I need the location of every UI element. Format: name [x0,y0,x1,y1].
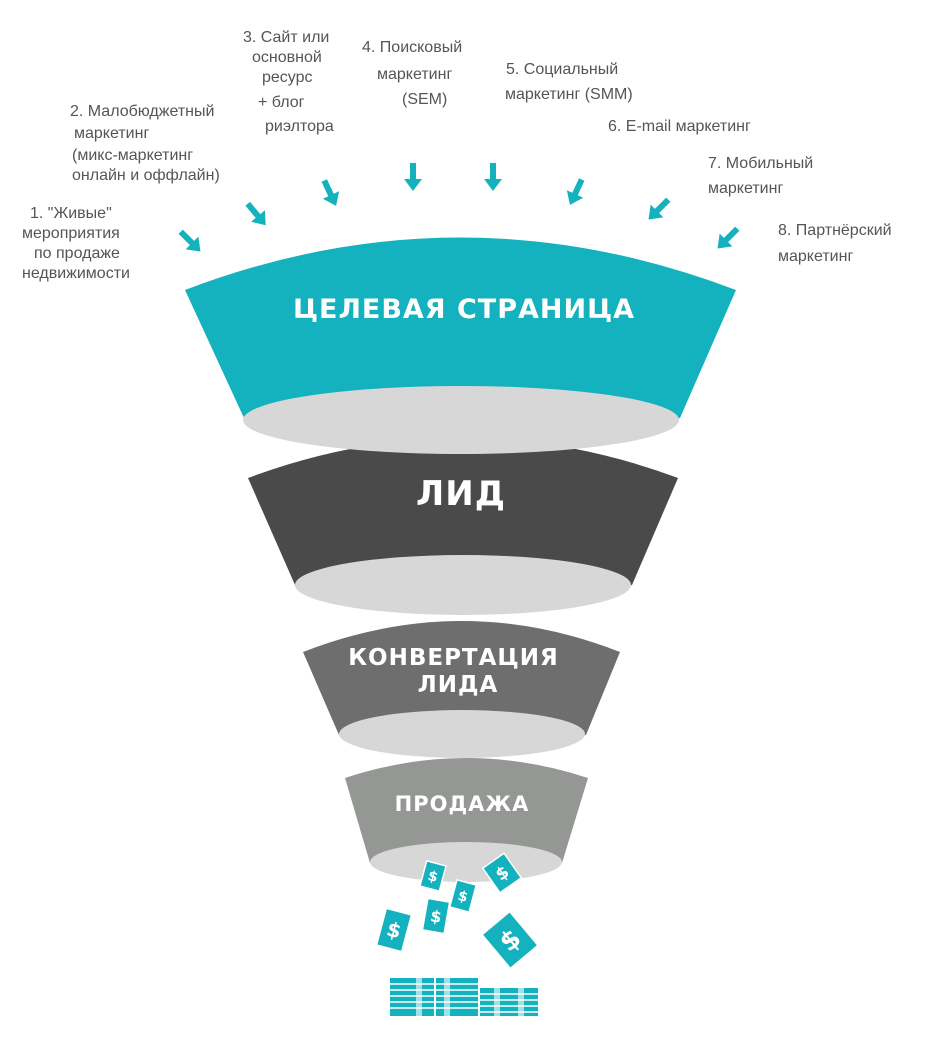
svg-text:$: $ [384,917,404,944]
falling-bills: $ $ $ $ $ $ [375,852,539,970]
svg-text:$: $ [456,888,470,906]
arrow-down-icon [648,197,671,220]
dollar-bill-icon: $ [421,897,451,935]
dollar-bill-icon: $ [481,852,523,894]
stage-label-lead: ЛИД [416,474,506,514]
source-label-7: 7. Мобильный маркетинг [708,155,818,197]
arrow-down-icon [245,201,266,226]
funnel-stage-sale: ПРОДАЖА [345,758,588,882]
dollar-bill-icon: $ [481,910,539,970]
money-stack-icon [480,986,538,1016]
funnel-stage-lead: ЛИД [248,438,678,615]
dollar-bill-icon: $ [375,907,413,953]
arrow-down-icon [484,163,502,191]
money-stacks [390,976,538,1016]
money-stack-icon [390,976,434,1016]
svg-text:$: $ [429,906,443,927]
arrow-down-icon [566,178,585,205]
source-label-4: 4. Поисковый маркетинг (SEM) [362,39,467,108]
arrow-down-icon [717,226,740,249]
funnel-stage-conversion: КОНВЕРТАЦИЯ ЛИДА [303,621,620,758]
stage-label-conversion: КОНВЕРТАЦИЯ ЛИДА [348,645,568,698]
funnel-stage-landing: ЦЕЛЕВАЯ СТРАНИЦА [185,237,736,454]
arrow-down-icon [178,229,201,252]
source-label-2: 2. Малобюджетный маркетинг (микс-маркети… [70,103,220,184]
source-label-8: 8. Партнёрский маркетинг [778,222,896,265]
arrows-group [178,163,740,252]
source-label-5: 5. Социальный маркетинг (SMM) [505,61,633,103]
funnel: ПРОДАЖА КОНВЕРТАЦИЯ ЛИДА ЛИД ЦЕЛЕВАЯ [185,237,736,882]
arrow-down-icon [404,163,422,191]
svg-text:$: $ [426,868,440,886]
source-label-1: 1. "Живые" мероприятия по продаже недвиж… [22,205,130,282]
stage-label-landing: ЦЕЛЕВАЯ СТРАНИЦА [293,294,635,325]
dollar-bill-icon: $ [448,878,478,914]
arrow-down-icon [321,179,340,206]
stage-label-sale: ПРОДАЖА [395,792,530,816]
money-stack-icon [436,976,478,1016]
source-label-6: 6. E-mail маркетинг [608,118,751,135]
dollar-bill-icon: $ [419,859,447,893]
source-label-3: 3. Сайт или основной ресурс + блог риэлт… [243,29,334,135]
